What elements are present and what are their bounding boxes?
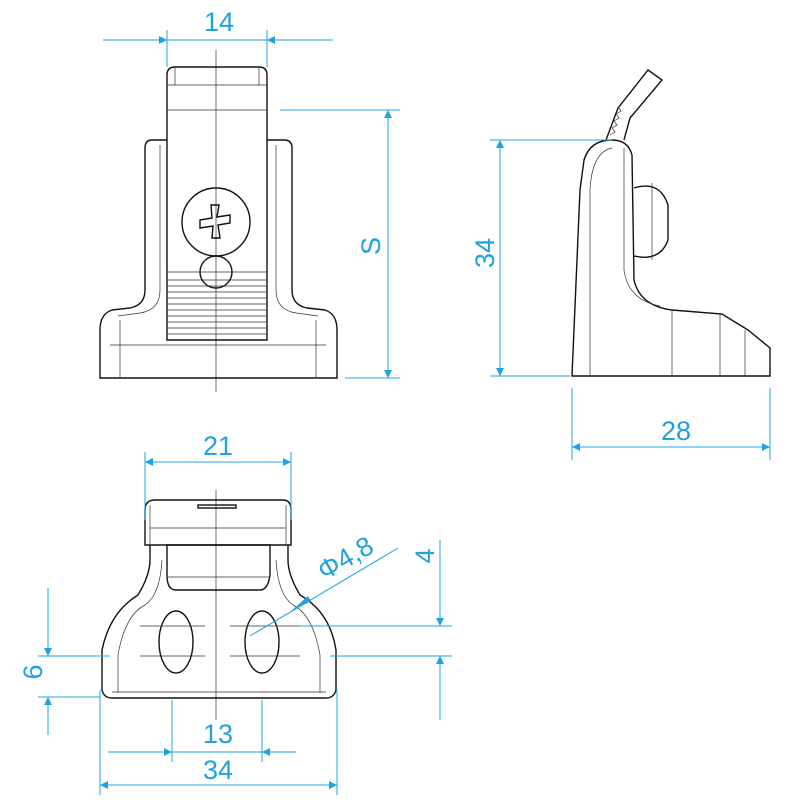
slot-hole-left — [158, 610, 194, 674]
side-view — [571, 69, 771, 377]
dim-label: 21 — [203, 431, 233, 461]
dimension-34-width: 34 — [99, 690, 338, 795]
dim-label: Φ4,8 — [312, 530, 378, 586]
dimension-6: 6 — [18, 588, 110, 735]
dimension-14: 14 — [103, 7, 333, 67]
dim-label: 28 — [661, 416, 691, 446]
dim-label: S — [356, 237, 386, 255]
bottom-view — [101, 490, 337, 720]
dim-label: 4 — [410, 548, 440, 563]
dimension-28: 28 — [571, 388, 771, 460]
ribbed-grip — [167, 271, 267, 335]
dim-label: 34 — [203, 755, 233, 785]
ratchet-pawl — [605, 69, 664, 141]
dim-label: 13 — [203, 719, 233, 749]
front-view — [99, 50, 338, 392]
dimension-diameter-4-8: Φ4,8 — [249, 530, 399, 637]
dim-label: 34 — [470, 238, 500, 268]
phillips-cross-icon — [199, 204, 231, 239]
dim-label: 6 — [18, 664, 48, 679]
dimension-21: 21 — [144, 431, 292, 520]
dimension-13: 13 — [108, 700, 296, 762]
dimension-34-height: 34 — [470, 139, 612, 377]
dimension-4: 4 — [300, 540, 452, 720]
dimension-s: S — [280, 109, 400, 379]
dim-label: 14 — [204, 7, 234, 37]
slot-hole-right — [244, 610, 280, 674]
screw-profile — [633, 185, 669, 258]
